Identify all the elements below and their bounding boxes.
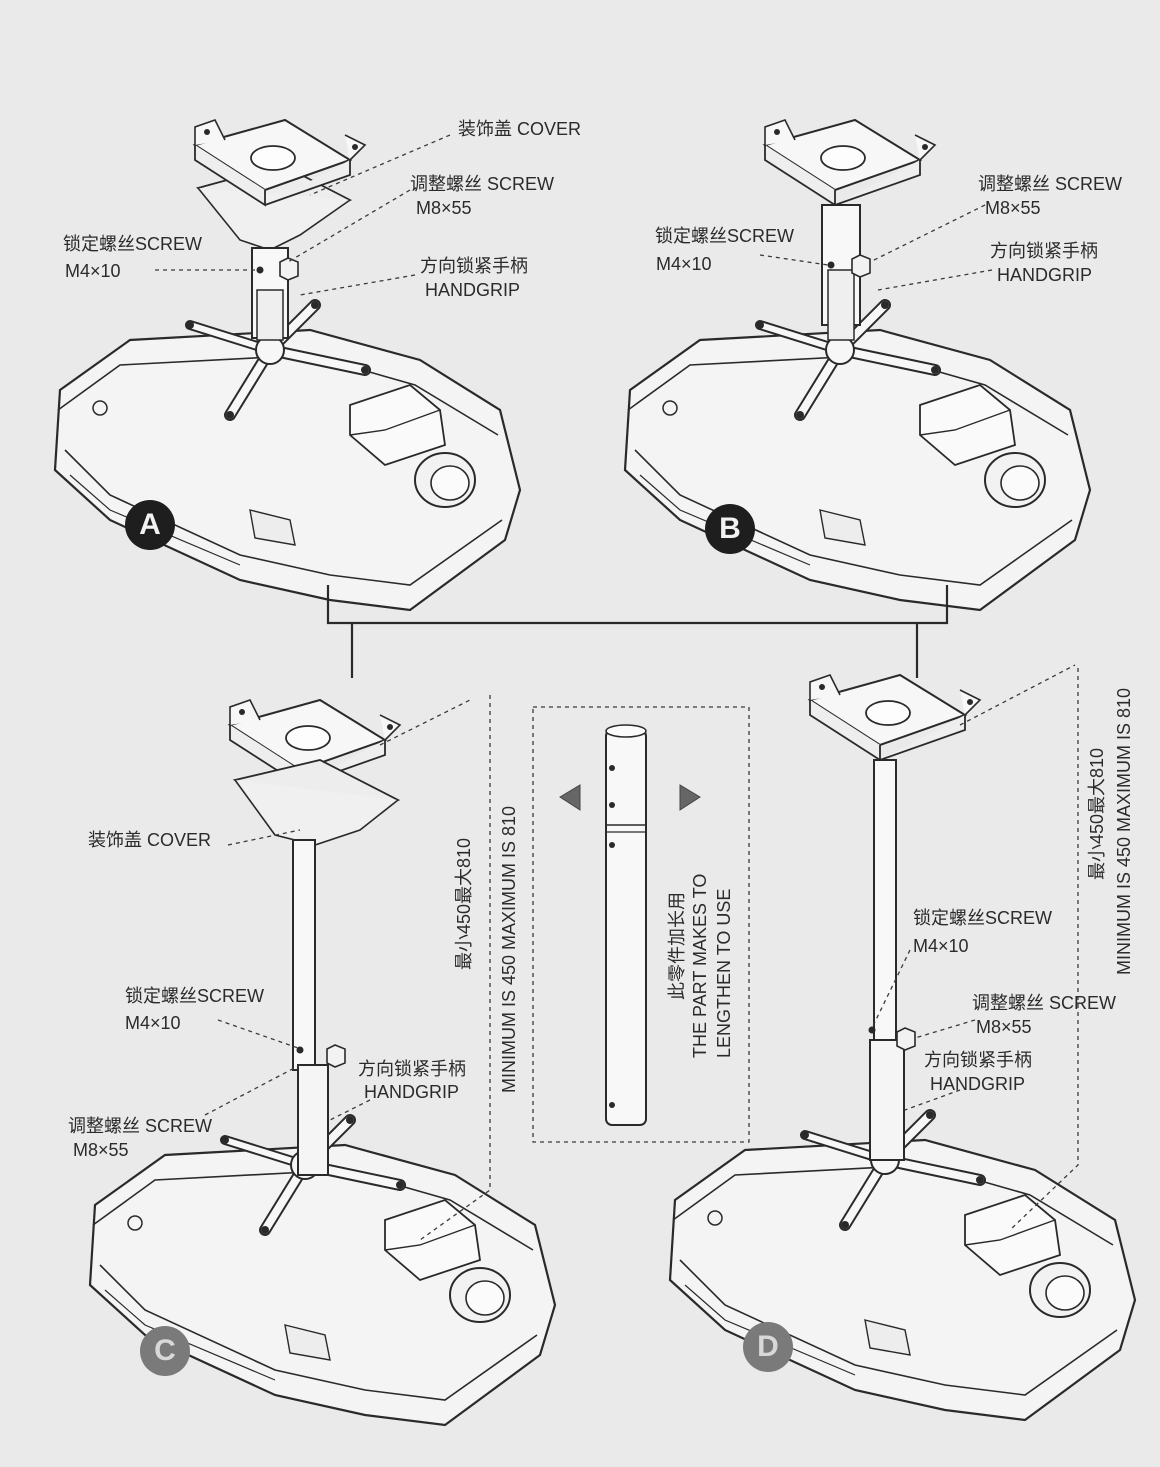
- connector-bracket: [326, 585, 949, 678]
- a-adjust-screw-size: M8×55: [416, 198, 472, 218]
- b-handgrip-en: HANDGRIP: [997, 265, 1093, 285]
- d-handgrip-en: HANDGRIP: [930, 1074, 1026, 1094]
- d-adjust-screw-size: M8×55: [976, 1017, 1032, 1037]
- extension-pole-panel: [532, 706, 750, 1143]
- d-range-cn: 最小450最大810: [1087, 747, 1107, 880]
- extension-note-cn: 此零件加长用: [667, 892, 687, 1000]
- assembly-d: [670, 664, 1135, 1420]
- badge-c: C: [140, 1326, 190, 1376]
- c-cover-label: 装饰盖 COVER: [88, 830, 212, 850]
- assembly-c: [90, 695, 555, 1425]
- extension-note-en-2: LENGTHEN TO USE: [714, 888, 734, 1058]
- a-cover-label: 装饰盖 COVER: [458, 119, 582, 139]
- c-lock-screw-label: 锁定螺丝SCREW: [125, 986, 264, 1006]
- assembly-b: [625, 119, 1090, 610]
- d-lock-screw-label: 锁定螺丝SCREW: [913, 908, 1052, 928]
- c-handgrip-en: HANDGRIP: [364, 1082, 460, 1102]
- badge-a: A: [125, 500, 175, 550]
- a-handgrip-en: HANDGRIP: [425, 280, 521, 300]
- c-handgrip-cn: 方向锁紧手柄: [358, 1059, 466, 1079]
- d-handgrip-cn: 方向锁紧手柄: [924, 1050, 1032, 1070]
- b-lock-screw-label: 锁定螺丝SCREW: [655, 226, 794, 246]
- d-lock-screw-size: M4×10: [913, 936, 969, 956]
- assembly-a: [55, 119, 520, 610]
- a-adjust-screw-label: 调整螺丝 SCREW: [410, 174, 554, 194]
- c-adjust-screw-size: M8×55: [73, 1140, 129, 1160]
- extension-note-en-1: THE PART MAKES TO: [690, 873, 710, 1058]
- b-lock-screw-size: M4×10: [656, 254, 712, 274]
- badge-b: B: [705, 504, 755, 554]
- b-handgrip-cn: 方向锁紧手柄: [990, 241, 1098, 261]
- c-range-en: MINIMUM IS 450 MAXIMUM IS 810: [499, 805, 519, 1093]
- c-range-cn: 最小450最大810: [454, 837, 474, 970]
- badge-d: D: [743, 1322, 793, 1372]
- b-adjust-screw-label: 调整螺丝 SCREW: [978, 174, 1122, 194]
- a-lock-screw-size: M4×10: [65, 261, 121, 281]
- d-adjust-screw-label: 调整螺丝 SCREW: [972, 993, 1116, 1013]
- a-lock-screw-label: 锁定螺丝SCREW: [63, 234, 202, 254]
- b-adjust-screw-size: M8×55: [985, 198, 1041, 218]
- d-range-en: MINIMUM IS 450 MAXIMUM IS 810: [1114, 687, 1134, 975]
- c-lock-screw-size: M4×10: [125, 1013, 181, 1033]
- c-adjust-screw-label: 调整螺丝 SCREW: [68, 1116, 212, 1136]
- a-handgrip-cn: 方向锁紧手柄: [420, 256, 528, 276]
